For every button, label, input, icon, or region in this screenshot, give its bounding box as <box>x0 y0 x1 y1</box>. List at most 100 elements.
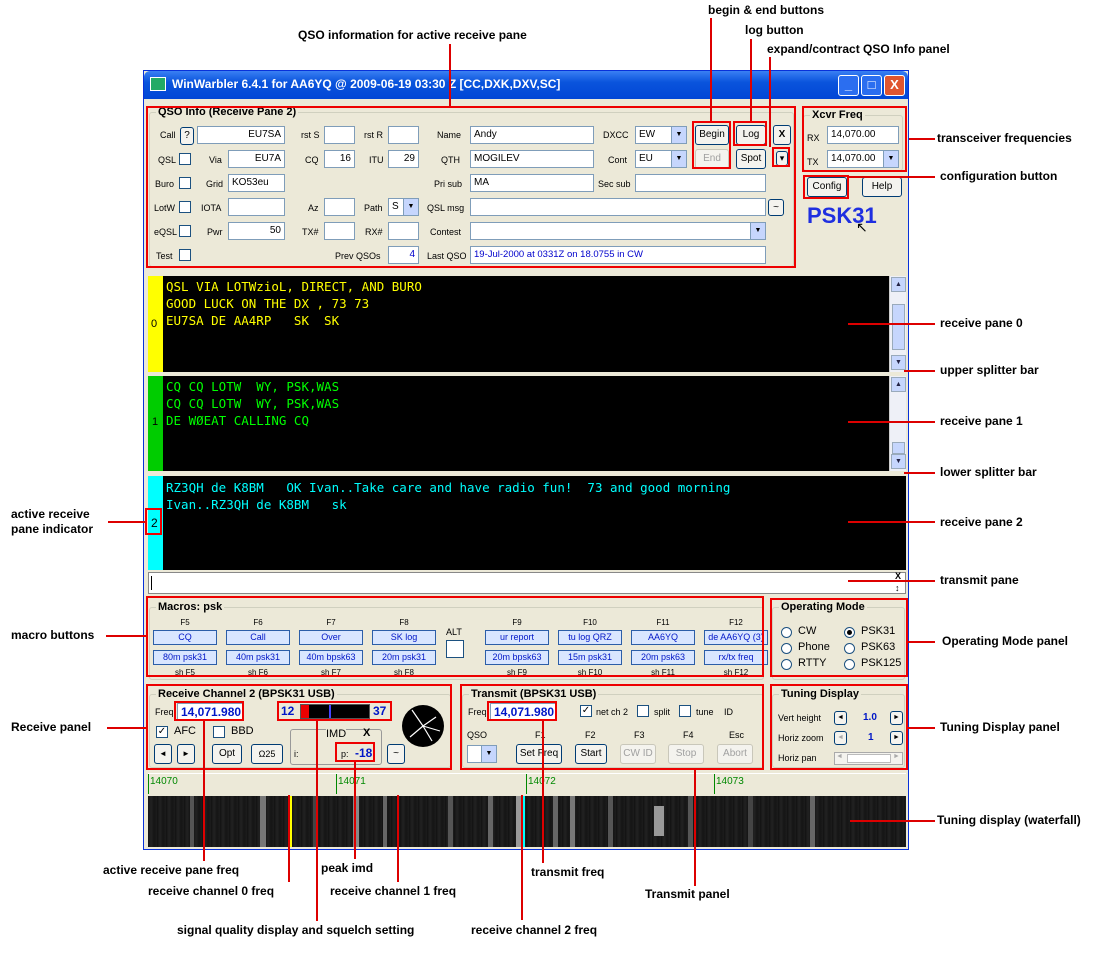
macro-button[interactable]: tu log QRZ <box>558 630 622 645</box>
log-button[interactable]: Log <box>736 125 766 145</box>
spot-button[interactable]: Spot <box>736 149 766 169</box>
prisub-field[interactable]: MA <box>470 174 594 192</box>
signal-quality-bar[interactable] <box>300 704 370 719</box>
cq-field[interactable]: 16 <box>324 150 355 168</box>
pane0-indicator[interactable]: 0 <box>148 276 163 372</box>
tune-checkbox[interactable] <box>679 705 691 717</box>
macro-shift-button[interactable]: 80m psk31 <box>153 650 217 665</box>
close-button[interactable]: X <box>884 75 905 96</box>
pwr-field[interactable]: 50 <box>228 222 285 240</box>
horiz-inc-button[interactable]: ► <box>890 731 903 745</box>
waterfall-display[interactable] <box>148 796 906 847</box>
start-button[interactable]: Start <box>575 744 607 764</box>
bbd-checkbox[interactable] <box>213 726 225 738</box>
rstr-field[interactable] <box>388 126 419 144</box>
config-button[interactable]: Config <box>807 177 847 197</box>
grid-field[interactable]: KO53eu <box>228 174 285 192</box>
pane2-indicator[interactable]: 2 <box>148 476 163 570</box>
buro-checkbox[interactable] <box>179 177 191 189</box>
qslmsg-tilde-button[interactable]: ~ <box>768 199 784 216</box>
eqsl-checkbox[interactable] <box>179 225 191 237</box>
macro-shift-button[interactable]: 40m bpsk63 <box>299 650 363 665</box>
pane1-indicator[interactable]: 1 <box>148 376 163 471</box>
upper-splitter-bar[interactable] <box>148 372 906 376</box>
pan-left-icon[interactable]: ◄ <box>836 753 843 760</box>
horiz-pan-slider[interactable]: ◄► <box>834 752 903 765</box>
qth-field[interactable]: MOGILEV <box>470 150 594 168</box>
lotw-checkbox[interactable] <box>179 201 191 213</box>
az-field[interactable] <box>324 198 355 216</box>
macro-shift-button[interactable]: 20m psk63 <box>631 650 695 665</box>
afc-checkbox[interactable]: ✓ <box>156 726 168 738</box>
scroll-down-icon[interactable]: ▼ <box>891 454 906 469</box>
scroll-thumb[interactable] <box>892 304 905 350</box>
transmit-close-icon[interactable]: X <box>895 571 902 581</box>
macro-shift-button[interactable]: 20m psk31 <box>372 650 436 665</box>
close-qso-button[interactable]: X <box>773 125 791 145</box>
cwid-button[interactable]: CW ID <box>620 744 656 764</box>
iota-field[interactable] <box>228 198 285 216</box>
vert-dec-button[interactable]: ◄ <box>834 711 847 725</box>
stop-button[interactable]: Stop <box>668 744 704 764</box>
tx-freq-select[interactable]: 14,070.00▼ <box>827 150 899 168</box>
imd-close-icon[interactable]: X <box>363 727 371 739</box>
macro-button[interactable]: CQ <box>153 630 217 645</box>
call-field[interactable]: EU7SA <box>197 126 285 144</box>
scroll-up-icon[interactable]: ▲ <box>891 277 906 292</box>
vert-inc-button[interactable]: ► <box>890 711 903 725</box>
mode-cw-radio[interactable] <box>781 627 792 638</box>
set-freq-button[interactable]: Set Freq <box>516 744 562 764</box>
pan-right-icon[interactable]: ► <box>893 753 900 760</box>
mode-psk31-radio[interactable] <box>844 627 855 638</box>
transmit-resize-icon[interactable]: ↕ <box>895 583 900 593</box>
help-button[interactable]: Help <box>862 177 902 197</box>
begin-button[interactable]: Begin <box>695 125 729 145</box>
macro-button[interactable]: Over <box>299 630 363 645</box>
mode-phone-radio[interactable] <box>781 643 792 654</box>
split-checkbox[interactable] <box>637 705 649 717</box>
cont-select[interactable]: EU▼ <box>635 150 687 168</box>
abort-button[interactable]: Abort <box>717 744 753 764</box>
expand-qso-button[interactable]: ▾ <box>776 151 788 166</box>
horiz-dec-button[interactable]: ◄ <box>834 731 847 745</box>
txn-field[interactable] <box>324 222 355 240</box>
opt-button[interactable]: Opt <box>212 744 242 764</box>
rx-ch0-marker[interactable] <box>290 796 292 847</box>
scroll-thumb[interactable] <box>892 442 905 454</box>
qsl-checkbox[interactable] <box>179 153 191 165</box>
pan-thumb[interactable] <box>847 754 891 763</box>
rx-freq-field[interactable]: 14,070.00 <box>827 126 899 144</box>
scroll-up-icon[interactable]: ▲ <box>891 377 906 392</box>
macro-button[interactable]: AA6YQ <box>631 630 695 645</box>
title-bar[interactable]: WinWarbler 6.4.1 for AA6YQ @ 2009-06-19 … <box>144 71 908 99</box>
mode-psk63-radio[interactable] <box>844 643 855 654</box>
alt-checkbox[interactable] <box>446 640 464 658</box>
via-field[interactable]: EU7A <box>228 150 285 168</box>
maximize-button[interactable]: □ <box>861 75 882 96</box>
macro-shift-button[interactable]: 40m psk31 <box>226 650 290 665</box>
tune-left-button[interactable]: ◄ <box>154 744 172 764</box>
phase-scope-display[interactable] <box>402 705 444 747</box>
macro-button[interactable]: Call <box>226 630 290 645</box>
transmit-freq-field[interactable]: 14,071.980 <box>490 703 557 720</box>
tune-right-button[interactable]: ► <box>177 744 195 764</box>
dxcc-select[interactable]: EW▼ <box>635 126 687 144</box>
macro-button[interactable]: ur report <box>485 630 549 645</box>
qso-select[interactable]: ▼ <box>467 745 497 763</box>
end-button[interactable]: End <box>695 149 729 169</box>
imd-tilde-button[interactable]: ~ <box>387 744 405 764</box>
itu-field[interactable]: 29 <box>388 150 419 168</box>
secsub-field[interactable] <box>635 174 766 192</box>
name-field[interactable]: Andy <box>470 126 594 144</box>
receive-pane-2[interactable]: RZ3QH de K8BM OK Ivan..Take care and hav… <box>163 476 906 570</box>
path-select[interactable]: S▼ <box>388 198 419 216</box>
macro-shift-button[interactable]: rx/tx freq <box>704 650 768 665</box>
macro-button[interactable]: SK log <box>372 630 436 645</box>
rx-ch2-marker[interactable] <box>523 796 525 847</box>
macro-button[interactable]: de AA6YQ (3) <box>704 630 768 645</box>
rxn-field[interactable] <box>388 222 419 240</box>
netch2-checkbox[interactable]: ✓ <box>580 705 592 717</box>
macro-shift-button[interactable]: 15m psk31 <box>558 650 622 665</box>
